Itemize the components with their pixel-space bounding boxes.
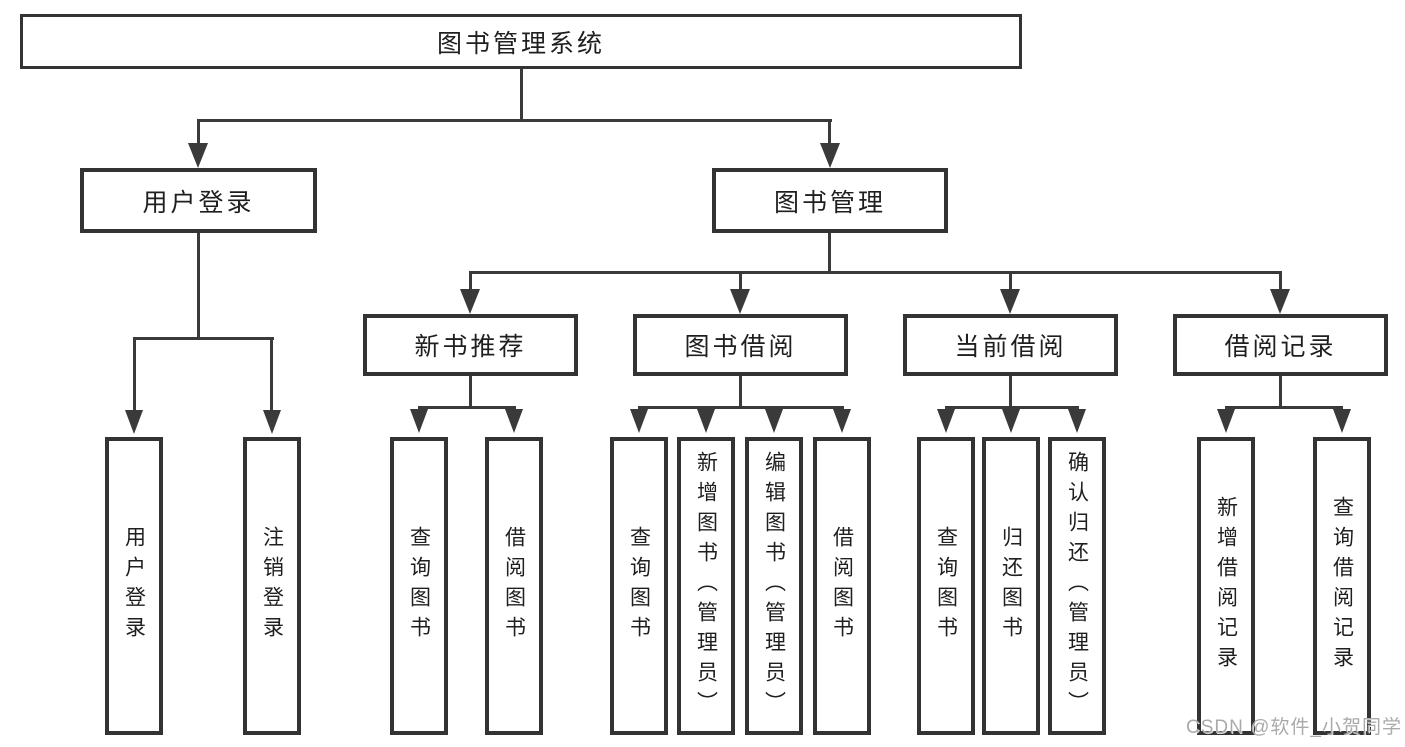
leaf-query-books-borrow: 查询图书 bbox=[610, 437, 668, 735]
leaf-query-books-borrow-label: 查询图书 bbox=[627, 526, 651, 646]
leaf-add-books-admin-label: 新增图书（管理员） bbox=[694, 451, 718, 721]
leaf-return-books: 归还图书 bbox=[982, 437, 1040, 735]
node-user-login: 用户登录 bbox=[80, 168, 317, 233]
connector-drop-user-login bbox=[197, 119, 200, 145]
connector-book-management-stem bbox=[828, 233, 831, 271]
leaf-confirm-return-admin: 确认归还（管理员） bbox=[1048, 437, 1106, 735]
connector-recommend-stem bbox=[469, 376, 472, 406]
arrow-down-leaf-6 bbox=[765, 409, 783, 433]
node-user-login-label: 用户登录 bbox=[142, 188, 255, 217]
node-book-borrow: 图书借阅 bbox=[633, 314, 848, 376]
arrow-down-leaf-3 bbox=[505, 409, 523, 433]
arrow-down-leaf-logout bbox=[263, 410, 281, 434]
arrow-down-new-book-recommend bbox=[460, 289, 480, 314]
connector-book-borrow-branch bbox=[638, 406, 844, 409]
node-book-management-label: 图书管理 bbox=[773, 188, 886, 217]
connector-book-borrow-stem bbox=[739, 376, 742, 406]
node-current-borrow: 当前借阅 bbox=[903, 314, 1118, 376]
leaf-query-borrow-record-label: 查询借阅记录 bbox=[1330, 496, 1354, 676]
connector-book-management-branch bbox=[469, 271, 1281, 274]
leaf-add-borrow-record: 新增借阅记录 bbox=[1197, 437, 1255, 735]
node-new-book-recommend: 新书推荐 bbox=[363, 314, 578, 376]
connector-drop-current-borrow bbox=[1009, 271, 1012, 291]
leaf-logout: 注销登录 bbox=[243, 437, 301, 735]
node-book-management: 图书管理 bbox=[712, 168, 948, 233]
leaf-add-books-admin: 新增图书（管理员） bbox=[677, 437, 735, 735]
connector-borrow-records-stem bbox=[1279, 376, 1282, 406]
connector-borrow-records-branch bbox=[1225, 406, 1343, 409]
leaf-borrow-books-recommend-label: 借阅图书 bbox=[502, 526, 526, 646]
node-current-borrow-label: 当前借阅 bbox=[954, 333, 1067, 361]
connector-drop-leaf-logout bbox=[270, 337, 273, 411]
leaf-query-books-recommend: 查询图书 bbox=[390, 437, 448, 735]
node-root: 图书管理系统 bbox=[20, 14, 1022, 69]
connector-root-branch bbox=[197, 119, 832, 122]
arrow-down-leaf-7 bbox=[833, 409, 851, 433]
node-root-label: 图书管理系统 bbox=[436, 29, 605, 58]
arrow-down-leaf-9 bbox=[1002, 409, 1020, 433]
arrow-down-leaf-login bbox=[125, 410, 143, 434]
connector-current-borrow-branch bbox=[945, 406, 1079, 409]
leaf-borrow-books-borrow: 借阅图书 bbox=[813, 437, 871, 735]
connector-drop-book-management bbox=[828, 119, 831, 145]
leaf-query-books-current: 查询图书 bbox=[917, 437, 975, 735]
connector-drop-book-borrow bbox=[739, 271, 742, 291]
connector-recommend-branch bbox=[418, 406, 516, 409]
leaf-add-borrow-record-label: 新增借阅记录 bbox=[1214, 496, 1238, 676]
arrow-down-leaf-2 bbox=[410, 409, 428, 433]
connector-user-login-branch bbox=[133, 337, 274, 340]
arrow-down-leaf-4 bbox=[630, 409, 648, 433]
node-borrow-records-label: 借阅记录 bbox=[1224, 333, 1337, 361]
arrow-down-leaf-10 bbox=[1068, 409, 1086, 433]
arrow-down-leaf-12 bbox=[1333, 409, 1351, 433]
leaf-user-login-label: 用户登录 bbox=[122, 526, 146, 646]
connector-drop-leaf-login bbox=[133, 337, 136, 411]
leaf-confirm-return-admin-label: 确认归还（管理员） bbox=[1065, 451, 1089, 721]
leaf-return-books-label: 归还图书 bbox=[999, 526, 1023, 646]
arrow-down-leaf-5 bbox=[697, 409, 715, 433]
connector-root-stem bbox=[520, 69, 523, 119]
leaf-user-login: 用户登录 bbox=[105, 437, 163, 735]
arrow-down-book-borrow bbox=[730, 289, 750, 314]
node-borrow-records: 借阅记录 bbox=[1173, 314, 1388, 376]
arrow-down-leaf-11 bbox=[1217, 409, 1235, 433]
csdn-watermark: CSDN @软件_小贺同学 bbox=[1186, 717, 1402, 738]
leaf-edit-books-admin: 编辑图书（管理员） bbox=[745, 437, 803, 735]
connector-current-borrow-stem bbox=[1009, 376, 1012, 406]
arrow-down-leaf-8 bbox=[937, 409, 955, 433]
node-book-borrow-label: 图书借阅 bbox=[684, 333, 797, 361]
leaf-logout-label: 注销登录 bbox=[260, 526, 284, 646]
arrow-down-borrow-records bbox=[1270, 289, 1290, 314]
leaf-query-books-current-label: 查询图书 bbox=[934, 526, 958, 646]
leaf-query-books-recommend-label: 查询图书 bbox=[407, 526, 431, 646]
arrow-down-current-borrow bbox=[1000, 289, 1020, 314]
leaf-query-borrow-record: 查询借阅记录 bbox=[1313, 437, 1371, 735]
arrow-down-user-login bbox=[188, 143, 208, 168]
node-new-book-recommend-label: 新书推荐 bbox=[414, 333, 527, 361]
connector-user-login-stem bbox=[197, 233, 200, 337]
arrow-down-book-management bbox=[820, 143, 840, 168]
leaf-borrow-books-borrow-label: 借阅图书 bbox=[830, 526, 854, 646]
connector-drop-new-book-recommend bbox=[469, 271, 472, 291]
leaf-borrow-books-recommend: 借阅图书 bbox=[485, 437, 543, 735]
connector-drop-borrow-records bbox=[1279, 271, 1282, 291]
leaf-edit-books-admin-label: 编辑图书（管理员） bbox=[762, 451, 786, 721]
